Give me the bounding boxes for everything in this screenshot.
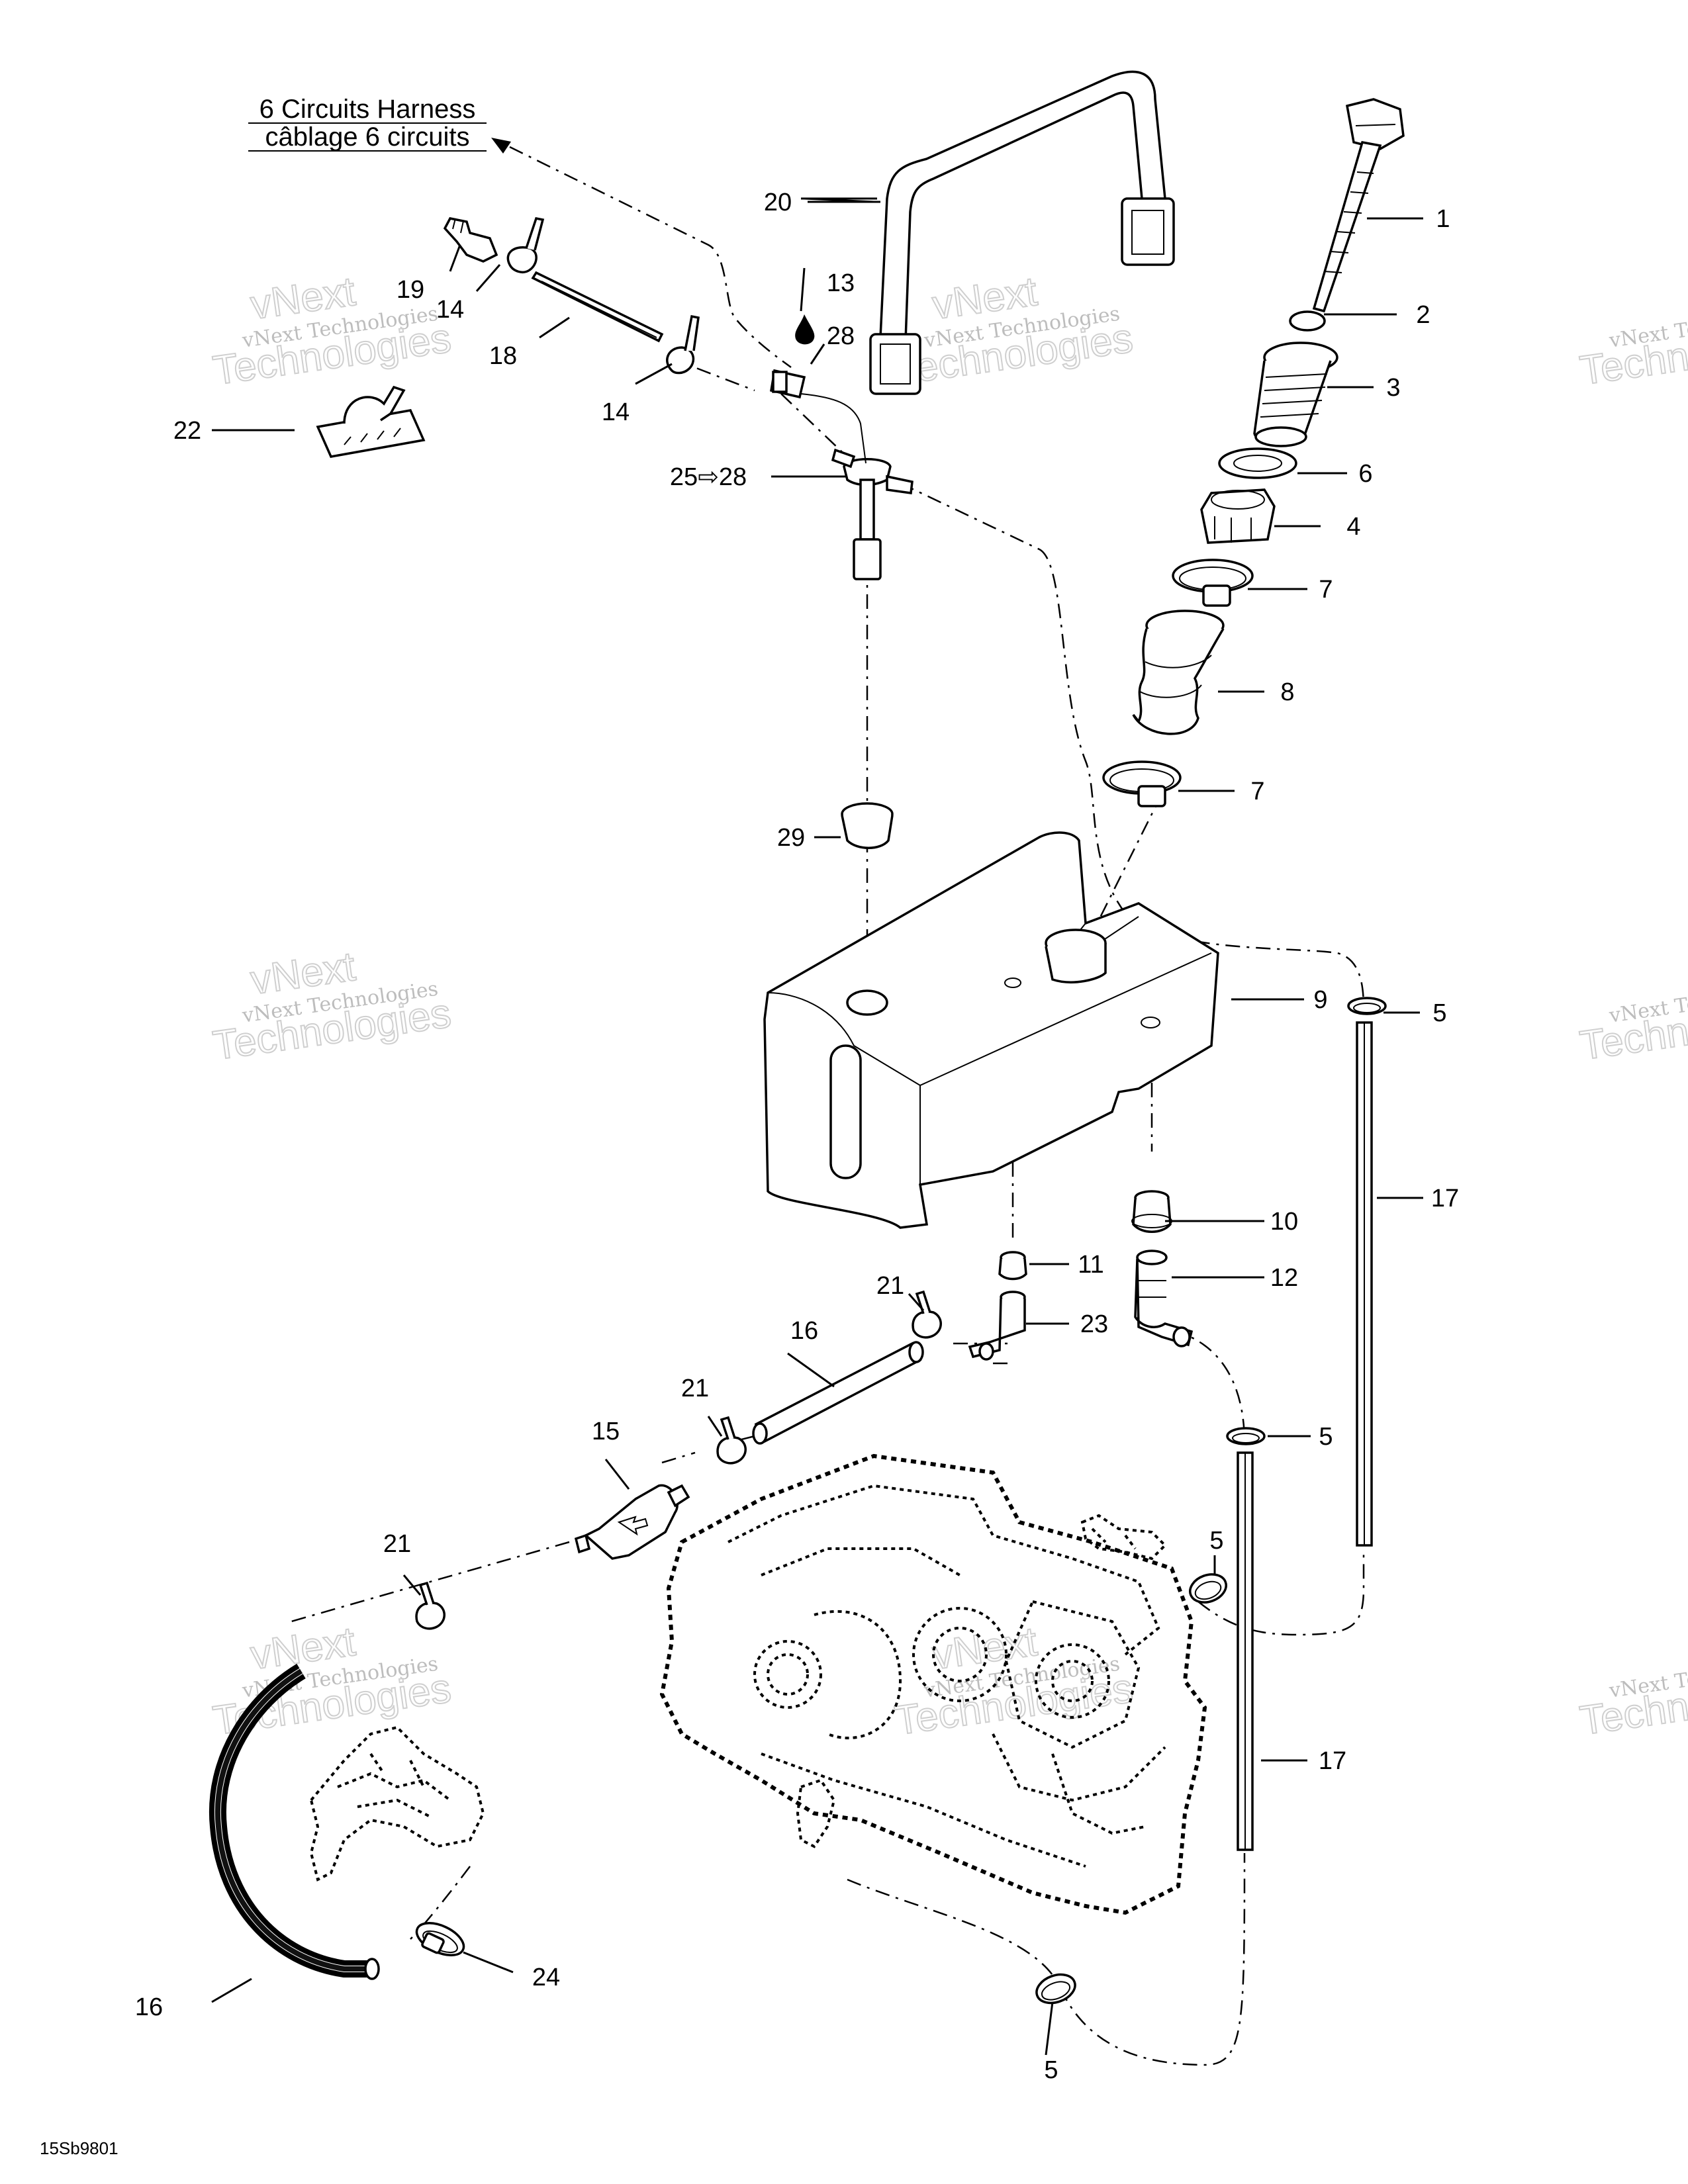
callout-7-b: 7 bbox=[1250, 778, 1264, 805]
callout-5-a: 5 bbox=[1432, 999, 1446, 1027]
vent-route bbox=[900, 482, 1365, 1013]
part-7-clamp-lower[interactable] bbox=[1102, 760, 1182, 807]
callout-5-d: 5 bbox=[1044, 2056, 1058, 2084]
callout-13: 13 bbox=[827, 269, 855, 297]
callout-21-c: 21 bbox=[383, 1530, 411, 1558]
watermark: vNext vNext Technologies Technologies bbox=[210, 943, 455, 1069]
pump-route bbox=[410, 1866, 471, 1940]
callout-4: 4 bbox=[1346, 513, 1360, 541]
callouts: 1 2 3 4 5 5 5 5 6 7 7 8 9 10 11 12 13 14… bbox=[135, 189, 1459, 2084]
callout-5-b: 5 bbox=[1319, 1423, 1333, 1451]
part-8-filler-hose[interactable] bbox=[1132, 610, 1225, 735]
callout-28: 28 bbox=[827, 322, 855, 350]
callout-7-a: 7 bbox=[1319, 576, 1333, 604]
callout-15: 15 bbox=[592, 1418, 620, 1445]
callout-16-b: 16 bbox=[135, 1993, 163, 2021]
callout-3: 3 bbox=[1386, 374, 1400, 402]
callout-14-a: 14 bbox=[436, 296, 464, 324]
oil-pump-outline bbox=[309, 1725, 485, 1882]
callout-19: 19 bbox=[397, 276, 424, 304]
part-17-tube-lower[interactable] bbox=[1237, 1451, 1254, 1851]
clip-route bbox=[668, 356, 855, 464]
part-6-gasket[interactable] bbox=[1218, 447, 1297, 479]
banjo-fitting-outline bbox=[1080, 1514, 1167, 1561]
part-14-clamp-upper[interactable] bbox=[506, 216, 545, 273]
part-10-grommet[interactable] bbox=[1131, 1190, 1172, 1233]
callout-22: 22 bbox=[173, 417, 201, 445]
engine-return-route bbox=[847, 1852, 1246, 2066]
callout-21-a: 21 bbox=[876, 1272, 904, 1300]
callout-6: 6 bbox=[1358, 460, 1372, 488]
part-9-oil-tank[interactable] bbox=[763, 831, 1219, 1229]
part-16-hose-upper[interactable] bbox=[752, 1341, 924, 1445]
callout-23: 23 bbox=[1080, 1310, 1108, 1338]
elbow-small-route bbox=[953, 1342, 1013, 1365]
part-5-clamp-b[interactable] bbox=[1226, 1427, 1266, 1445]
leader-lines bbox=[211, 197, 1423, 2056]
elbow-route bbox=[1171, 1329, 1246, 1443]
arrowhead-icon bbox=[491, 138, 511, 154]
part-13-oil-drop-icon bbox=[795, 314, 815, 345]
callout-21-b: 21 bbox=[681, 1375, 709, 1402]
part-19-fitting[interactable] bbox=[443, 217, 498, 263]
callout-14-b: 14 bbox=[602, 398, 630, 426]
figure-code: 15Sb9801 bbox=[40, 2138, 118, 2158]
callout-12: 12 bbox=[1270, 1264, 1298, 1292]
callout-20: 20 bbox=[764, 189, 792, 216]
part-11-grommet[interactable] bbox=[998, 1251, 1027, 1281]
part-24-clamp[interactable] bbox=[412, 1917, 469, 1962]
callout-5-c: 5 bbox=[1209, 1527, 1223, 1555]
part-12-elbow[interactable] bbox=[1134, 1250, 1194, 1347]
callout-9: 9 bbox=[1313, 986, 1327, 1014]
callout-18: 18 bbox=[489, 342, 517, 370]
engine-outline bbox=[659, 1453, 1207, 1915]
callout-17-a: 17 bbox=[1431, 1185, 1459, 1212]
part-25-28-level-sensor[interactable] bbox=[770, 369, 914, 580]
callout-11: 11 bbox=[1078, 1251, 1103, 1279]
part-4-nut[interactable] bbox=[1200, 488, 1276, 544]
harness-route bbox=[509, 146, 792, 369]
part-5-clamp-d[interactable] bbox=[1033, 1970, 1079, 2008]
part-17-tube-upper[interactable] bbox=[1356, 1021, 1373, 1547]
callout-24: 24 bbox=[532, 1964, 560, 1991]
watermark: vNext vNext Technologies Technologies bbox=[892, 1618, 1137, 1745]
part-23-elbow[interactable] bbox=[968, 1291, 1026, 1361]
part-21-clamp-mid[interactable] bbox=[716, 1416, 747, 1465]
callout-10: 10 bbox=[1270, 1208, 1298, 1236]
callout-8: 8 bbox=[1280, 678, 1294, 706]
callout-16-a: 16 bbox=[790, 1317, 818, 1345]
watermark: vNext Technologies Technologies bbox=[1577, 978, 1688, 1070]
callout-17-b: 17 bbox=[1319, 1747, 1346, 1775]
filter-out-route bbox=[291, 1541, 570, 1623]
callout-25-28: 25⇨28 bbox=[670, 463, 747, 491]
callout-1: 1 bbox=[1436, 205, 1450, 233]
part-2-o-ring[interactable] bbox=[1289, 310, 1326, 332]
part-5-clamp-c[interactable] bbox=[1186, 1570, 1230, 1608]
bleed-fitting-outline bbox=[796, 1778, 836, 1848]
vent-return-route bbox=[1197, 1549, 1365, 1636]
part-20-strap[interactable] bbox=[869, 70, 1175, 395]
callout-2: 2 bbox=[1416, 301, 1430, 329]
part-21-clamp-low[interactable] bbox=[415, 1581, 445, 1630]
part-29-grommet[interactable] bbox=[841, 802, 894, 849]
watermark: vNext Technologies Technologies bbox=[1577, 302, 1688, 395]
part-16-hose-lower[interactable] bbox=[209, 1663, 380, 1980]
part-14-clamp-lower[interactable] bbox=[666, 314, 700, 375]
watermark: vNext Technologies Technologies bbox=[1577, 1653, 1688, 1745]
part-5-clamp-a[interactable] bbox=[1347, 997, 1387, 1015]
harness-reference: 6 Circuits Harness câblage 6 circuits bbox=[248, 95, 511, 154]
callout-29: 29 bbox=[777, 824, 805, 852]
part-18-hose[interactable] bbox=[531, 271, 664, 343]
watermark: vNext vNext Technologies Technologies bbox=[892, 268, 1137, 394]
part-15-oil-filter[interactable] bbox=[574, 1484, 690, 1560]
part-7-clamp-upper[interactable] bbox=[1172, 559, 1254, 607]
harness-subtitle: câblage 6 circuits bbox=[265, 122, 469, 152]
harness-title: 6 Circuits Harness bbox=[259, 95, 476, 124]
part-22-clip[interactable] bbox=[316, 385, 426, 458]
part-1-cap-dipstick[interactable] bbox=[1312, 98, 1405, 313]
part-3-filler-neck[interactable] bbox=[1253, 341, 1338, 447]
part-21-clamp-top[interactable] bbox=[912, 1290, 942, 1339]
